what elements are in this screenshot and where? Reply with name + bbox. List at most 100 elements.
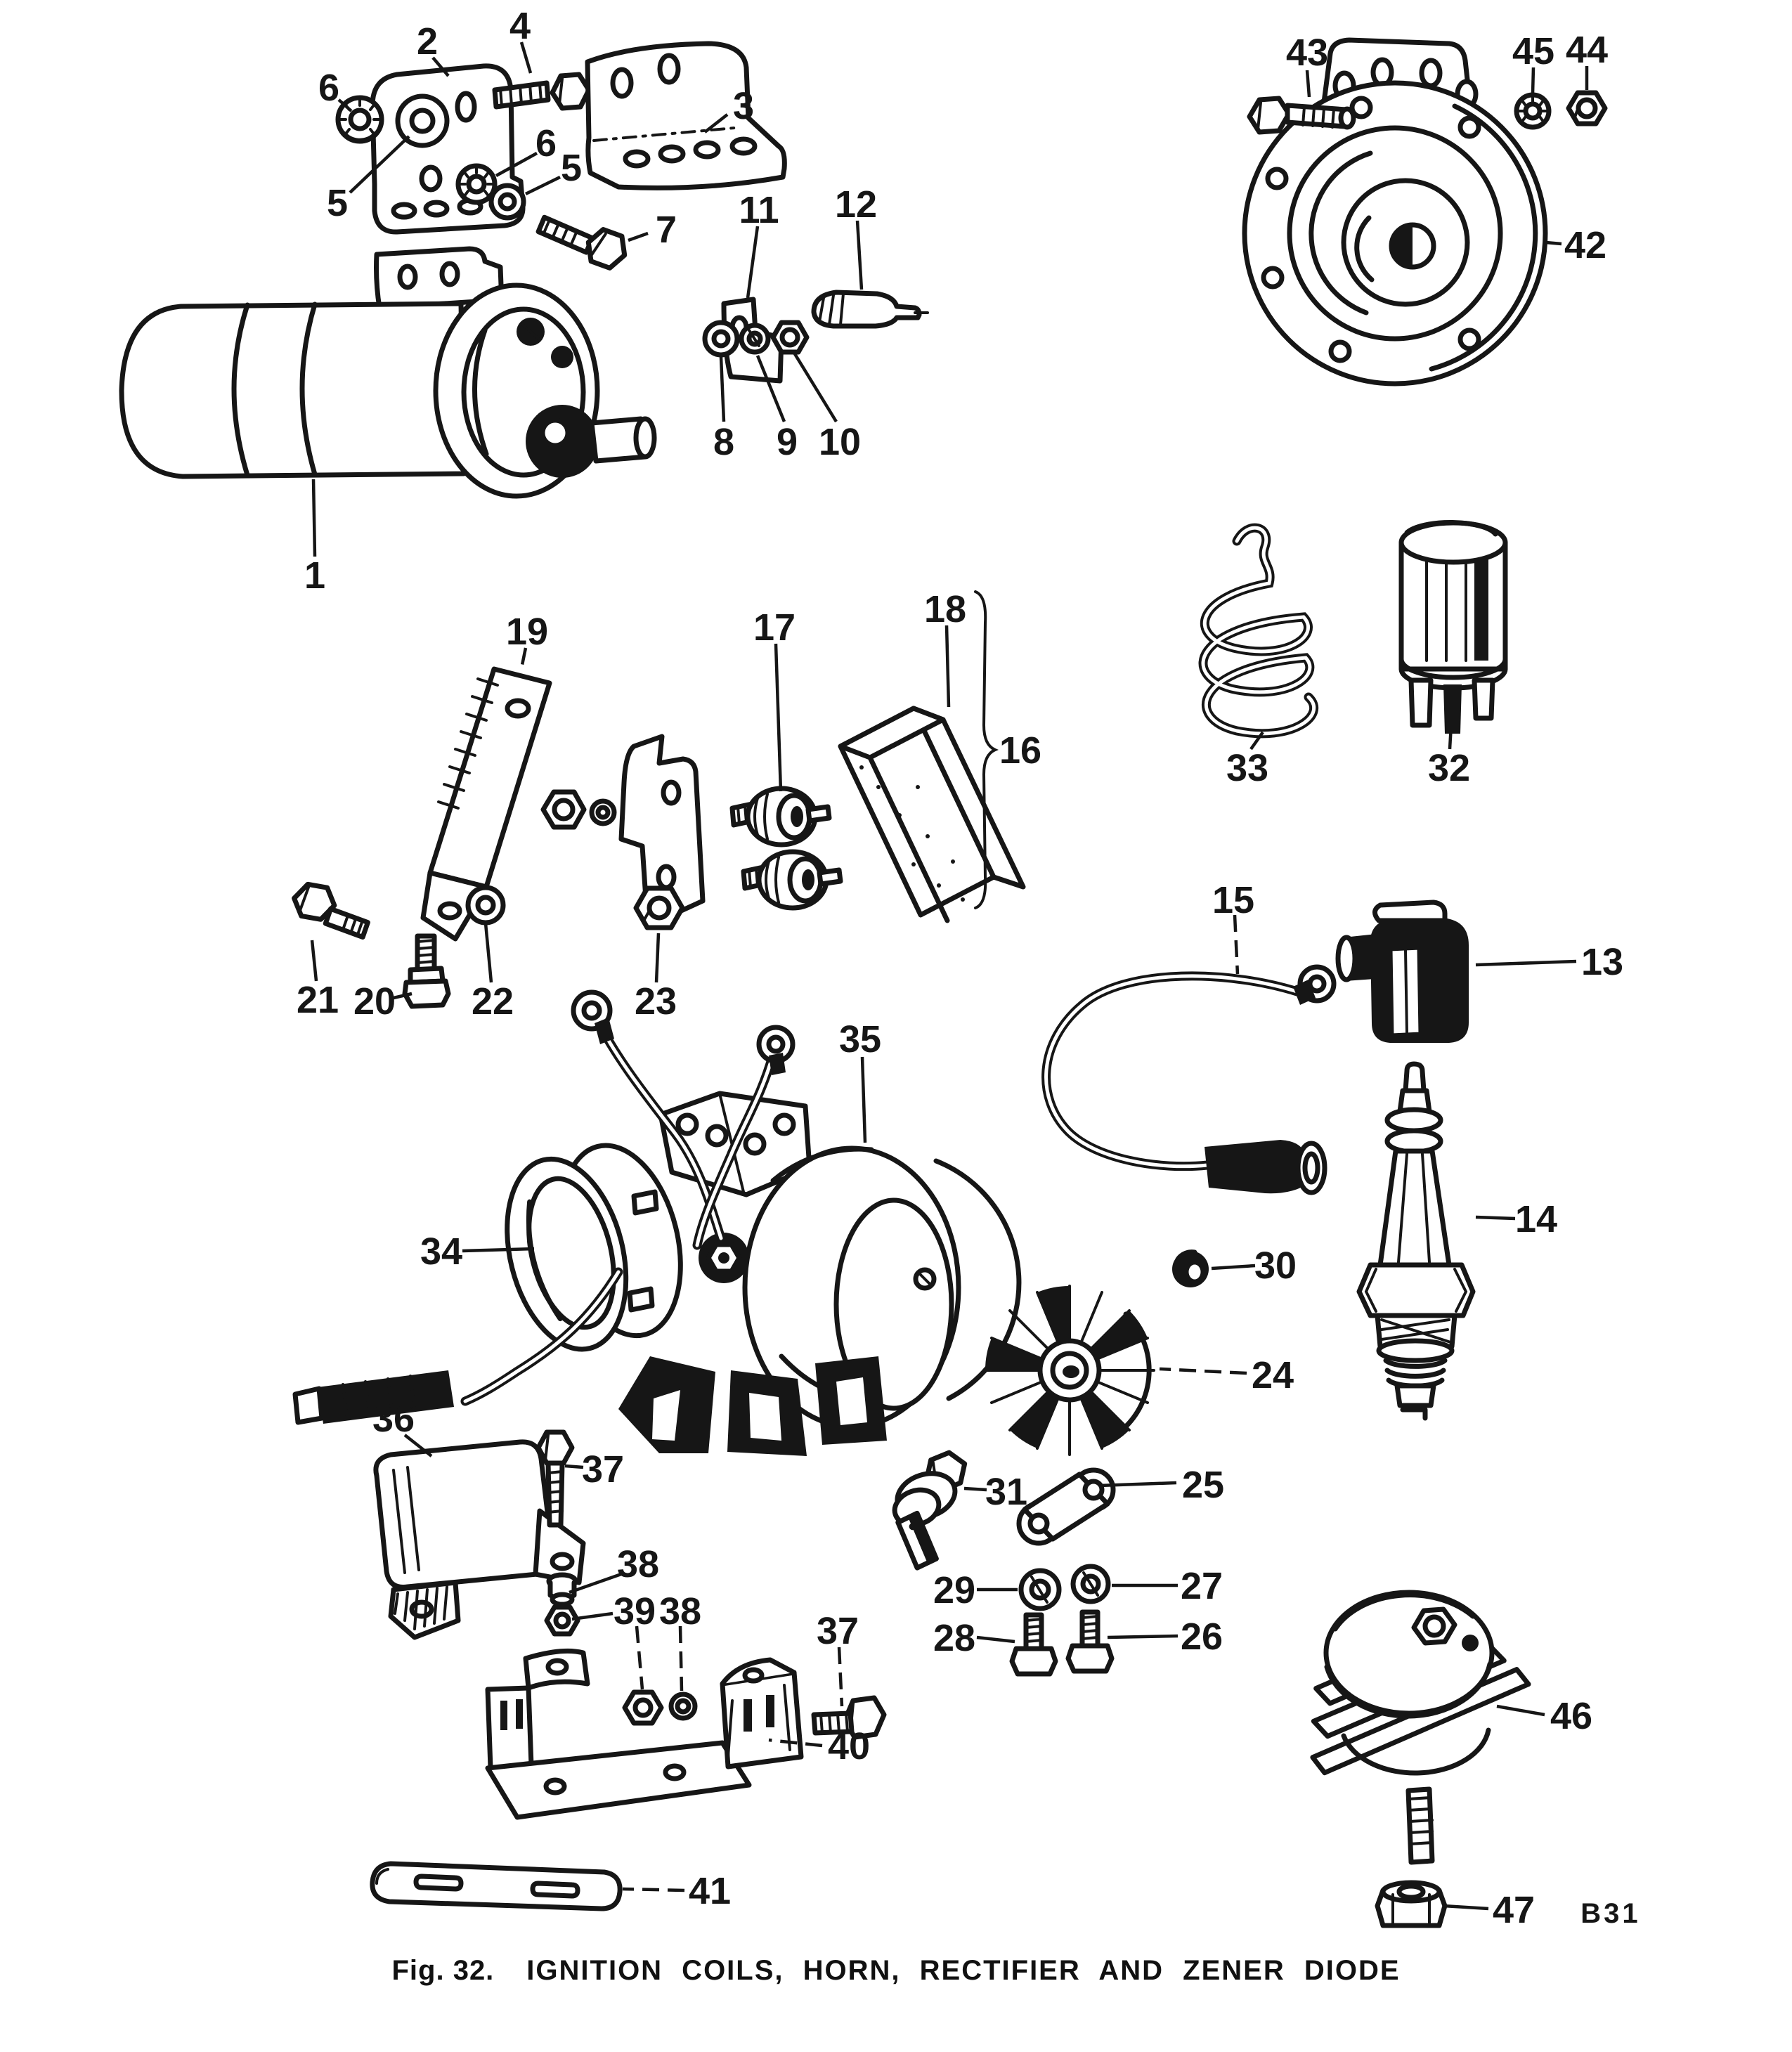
leader-line-15 (1233, 914, 1240, 975)
rubber-mounting-17 (729, 786, 832, 848)
washer-22 (465, 885, 506, 926)
part-number-33: 33 (1226, 747, 1268, 789)
leader-line-6 (495, 152, 538, 177)
nut-47 (1375, 1880, 1448, 1928)
leader-line-2 (431, 56, 450, 77)
leader-line-40 (768, 1738, 823, 1748)
terminal-bolt-4 (492, 72, 592, 111)
stud-20 (402, 933, 451, 1009)
leader-line-19 (519, 647, 528, 673)
leader-line-23 (654, 933, 661, 983)
washer-38b (668, 1691, 698, 1721)
part-number-47: 47 (1493, 1889, 1535, 1931)
figure-number: Fig. 32. (391, 1955, 495, 1986)
alternator-rotor-cover-35 (742, 1145, 1022, 1429)
leader-line-47 (1443, 1904, 1489, 1911)
leader-line-5 (525, 175, 561, 196)
leader-line-17 (774, 643, 783, 792)
leader-line-5 (349, 135, 410, 194)
plain-washer-5b (488, 183, 526, 221)
spring-washer-29 (1018, 1568, 1062, 1611)
part-number-39: 39 (613, 1590, 656, 1632)
terminal-boot-12 (811, 290, 929, 329)
leader-line-21 (310, 940, 318, 982)
part-number-10: 10 (819, 421, 861, 463)
leader-line-41 (622, 1887, 685, 1892)
leader-line-20 (393, 992, 413, 1000)
figure-caption: Fig. 32.IGNITION COILS, HORN, RECTIFIER … (0, 1955, 1792, 1987)
part-number-36: 36 (372, 1398, 415, 1440)
leader-line-42 (1545, 240, 1562, 246)
part-number-2: 2 (417, 20, 438, 63)
alternator-hub (699, 1233, 749, 1283)
plate-reference: B31 (1580, 1898, 1640, 1929)
leader-line-9 (755, 355, 786, 422)
part-number-26: 26 (1181, 1616, 1223, 1658)
leader-line-32 (1448, 712, 1454, 750)
bolt-28 (1009, 1612, 1058, 1677)
spring-washer-9 (739, 323, 771, 355)
leader-line-35 (860, 1056, 867, 1143)
part-number-11: 11 (739, 189, 779, 231)
part-number-28: 28 (933, 1617, 975, 1659)
strap-41 (370, 1861, 623, 1911)
part-number-29: 29 (933, 1569, 975, 1611)
part-number-6: 6 (535, 122, 557, 164)
alternator-stator-34 (505, 1143, 683, 1352)
part-number-44: 44 (1566, 29, 1608, 71)
leader-line-24 (1159, 1367, 1247, 1375)
part-number-37: 37 (817, 1610, 859, 1652)
rubber-pad-18 (838, 706, 1026, 923)
part-number-21: 21 (297, 979, 339, 1021)
part-number-6: 6 (318, 67, 339, 109)
leader-line-6 (337, 98, 353, 112)
ht-lead-15 (1041, 964, 1337, 1195)
part-number-5: 5 (327, 182, 348, 224)
part-number-30: 30 (1254, 1245, 1297, 1287)
part-number-19: 19 (506, 611, 548, 653)
leader-line-13 (1475, 959, 1577, 967)
coil-strap-bracket-19 (420, 666, 552, 942)
spark-plug-14 (1356, 1061, 1476, 1421)
grommet-stack-38a-39 (544, 1572, 580, 1637)
link-bracket-25 (1016, 1467, 1116, 1546)
part-number-4: 4 (509, 5, 531, 47)
knurled-nut-6b (455, 163, 498, 205)
mid-washer (589, 798, 617, 826)
part-number-15: 15 (1212, 879, 1254, 921)
leader-line-28 (976, 1635, 1015, 1644)
mount-bracket-40 (485, 1648, 804, 1820)
plain-washer-5a (395, 93, 450, 148)
part-number-1: 1 (304, 554, 325, 597)
leader-line-38 (678, 1625, 684, 1691)
washer-8 (702, 320, 740, 358)
coil-clip-bracket (618, 734, 706, 919)
part-number-38: 38 (617, 1543, 659, 1585)
part-number-27: 27 (1181, 1565, 1223, 1607)
switch-31 (892, 1450, 968, 1571)
part-number-42: 42 (1564, 224, 1606, 266)
mid-nut (540, 789, 587, 830)
spring-washer-27 (1070, 1564, 1111, 1604)
part-number-8: 8 (713, 421, 734, 463)
part-number-13: 13 (1581, 941, 1623, 983)
leader-line-43 (1305, 70, 1311, 98)
leader-line-39 (635, 1625, 644, 1690)
leader-line-37 (564, 1464, 584, 1469)
leader-line-46 (1496, 1704, 1545, 1717)
leader-line-10 (793, 351, 838, 423)
mount-bolt-7 (535, 214, 628, 271)
lock-nut-45 (1514, 92, 1552, 130)
leader-line-26 (1107, 1634, 1179, 1639)
part-number-17: 17 (753, 606, 796, 649)
leader-line-7 (628, 231, 649, 242)
part-number-16: 16 (999, 729, 1041, 772)
condenser-box-36 (373, 1439, 586, 1640)
leader-line-3 (703, 113, 729, 134)
leader-line-38 (569, 1572, 622, 1595)
leader-line-34 (462, 1247, 535, 1253)
coil-mount-bracket-3 (585, 41, 787, 190)
part-number-23: 23 (635, 980, 677, 1022)
part-number-20: 20 (353, 980, 396, 1022)
